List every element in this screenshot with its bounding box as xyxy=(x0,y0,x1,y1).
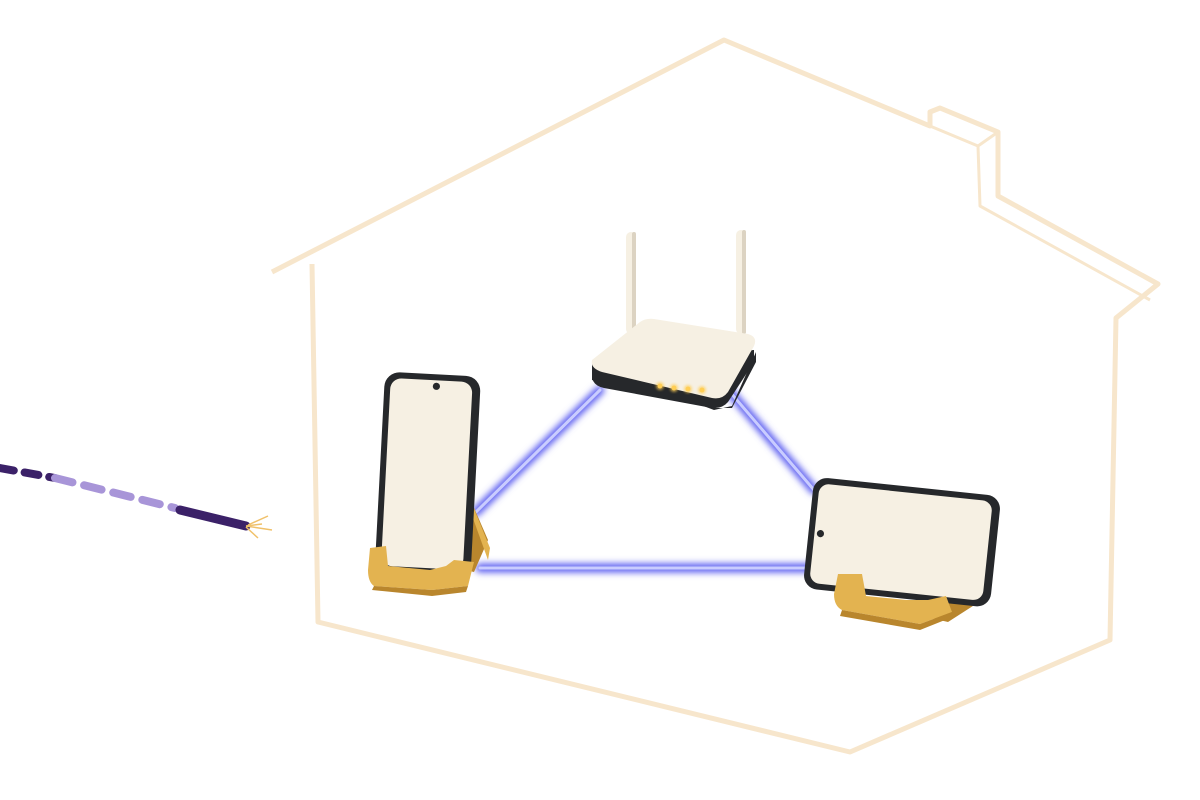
smartphone-landscape-on-stand-icon xyxy=(804,478,1000,630)
ethernet-cable-icon xyxy=(0,464,273,539)
house-outline-icon xyxy=(270,37,1161,755)
network-links xyxy=(471,385,819,573)
smartphone-portrait-on-stand-icon xyxy=(368,372,490,596)
wifi-router-icon xyxy=(591,230,756,410)
status-lights xyxy=(656,382,706,394)
